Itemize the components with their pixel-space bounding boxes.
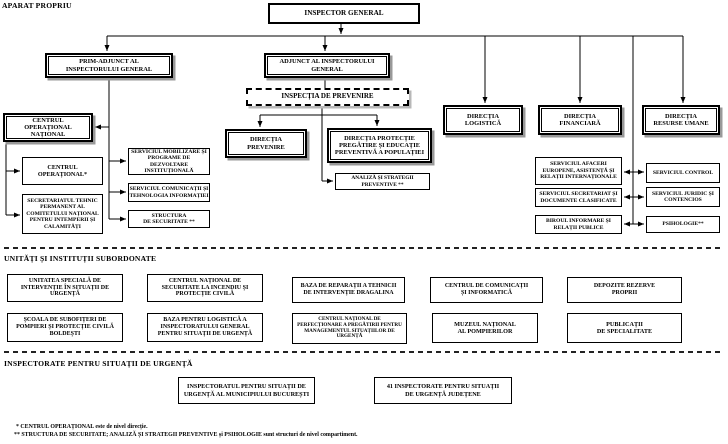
org-box-centrul-operational: CENTRUL OPERAȚIONAL* — [22, 157, 103, 185]
org-box-analiza-strategii: ANALIZĂ ȘI STRATEGII PREVENTIVE ** — [335, 173, 430, 190]
org-box-serviciul-afaceri: SERVICIUL AFACERI EUROPENE, ASISTENȚĂ ȘI… — [535, 157, 622, 185]
org-box-centrul-perfectionare: CENTRUL NAȚIONAL DE PERFECȚIONARE A PREG… — [292, 313, 407, 344]
org-box-secretariatul-tehnic: SECRETARIATUL TEHNIC PERMANENT AL COMITE… — [22, 194, 103, 234]
org-box-prim-adjunct: PRIM-ADJUNCT AL INSPECTORULUI GENERAL — [45, 53, 173, 78]
org-box-directia-protectie: DIRECȚIA PROTECȚIE PREGĂTIRE ȘI EDUCAȚIE… — [327, 128, 432, 163]
org-box-directia-prevenire: DIRECȚIA PREVENIRE — [225, 129, 307, 158]
org-box-psihologie: PSIHOLOGIE** — [646, 216, 720, 233]
org-box-centrul-comunicatii-informatica: CENTRUL DE COMUNICAȚII ȘI INFORMATICĂ — [430, 277, 543, 303]
footnote-2: ** STRUCTURA DE SECURITATE; ANALIZĂ ȘI S… — [14, 432, 358, 438]
org-box-baza-reparatii: BAZA DE REPARAȚII A TEHNICII DE INTERVEN… — [292, 277, 405, 303]
org-box-serviciul-comunicatii: SERVICIUL COMUNICAȚII ȘI TEHNOLOGIA INFO… — [128, 183, 210, 202]
org-box-biroul-informare: BIROUL INFORMARE ȘI RELAȚII PUBLICE — [535, 215, 622, 234]
org-box-adjunct: ADJUNCT AL INSPECTORULUI GENERAL — [264, 53, 390, 78]
org-box-directia-logistica: DIRECȚIA LOGISTICĂ — [443, 105, 523, 135]
footnote-1: * CENTRUL OPERAȚIONAL este de nivel dire… — [16, 424, 148, 430]
org-box-inspectia-prevenire: INSPECȚIA DE PREVENIRE — [246, 88, 409, 106]
org-box-muzeul-national: MUZEUL NAȚIONAL AL POMPIERILOR — [432, 313, 538, 343]
dashed-separator-bottom — [4, 351, 724, 353]
unitati-subordonate-label: UNITĂȚI ȘI INSTITUȚII SUBORDONATE — [4, 254, 157, 263]
org-box-serviciul-secretariat: SERVICIUL SECRETARIAT ȘI DOCUMENTE CLASI… — [535, 188, 622, 207]
org-box-centrul-operational-national: CENTRUL OPERAȚIONAL NAȚIONAL — [3, 113, 93, 142]
inspectorate-label: INSPECTORATE PENTRU SITUAȚII DE URGENȚĂ — [4, 359, 193, 368]
dashed-separator-top — [4, 247, 724, 249]
org-box-baza-logistica: BAZA PENTRU LOGISTICĂ A INSPECTORATULUI … — [147, 313, 263, 342]
org-box-centrul-securitate-incendiu: CENTRUL NAȚIONAL DE SECURITATE LA INCEND… — [147, 274, 263, 302]
org-box-directia-financiara: DIRECȚIA FINANCIARĂ — [538, 105, 622, 135]
org-box-serviciul-control: SERVICIUL CONTROL — [646, 163, 720, 183]
aparat-propriu-label: APARAT PROPRIU — [2, 1, 72, 10]
org-box-structura-securitate: STRUCTURA DE SECURITATE ** — [128, 210, 210, 228]
org-box-depozite-rezerve: DEPOZITE REZERVE PROPRII — [567, 277, 682, 303]
org-box-scoala-subofiteri: ȘCOALA DE SUBOFIȚERI DE POMPIERI ȘI PROT… — [7, 313, 123, 342]
org-box-serviciul-juridic: SERVICIUL JURIDIC ȘI CONTENCIOS — [646, 187, 720, 207]
org-box-isu-judetene: 41 INSPECTORATE PENTRU SITUAȚII DE URGEN… — [374, 377, 512, 404]
org-box-unitatea-speciala: UNITATEA SPECIALĂ DE INTERVENȚIE ÎN SITU… — [7, 274, 123, 302]
org-box-serviciul-mobilizare: SERVICIUL MOBILIZARE ȘI PROGRAME DE DEZV… — [128, 148, 210, 175]
org-box-publicatii: PUBLICAȚII DE SPECIALITATE — [567, 313, 682, 343]
org-box-isu-bucuresti: INSPECTORATUL PENTRU SITUAȚII DE URGENȚĂ… — [178, 377, 315, 404]
org-box-directia-resurse-umane: DIRECȚIA RESURSE UMANE — [642, 105, 720, 135]
org-box-inspector-general: INSPECTOR GENERAL — [268, 3, 420, 24]
